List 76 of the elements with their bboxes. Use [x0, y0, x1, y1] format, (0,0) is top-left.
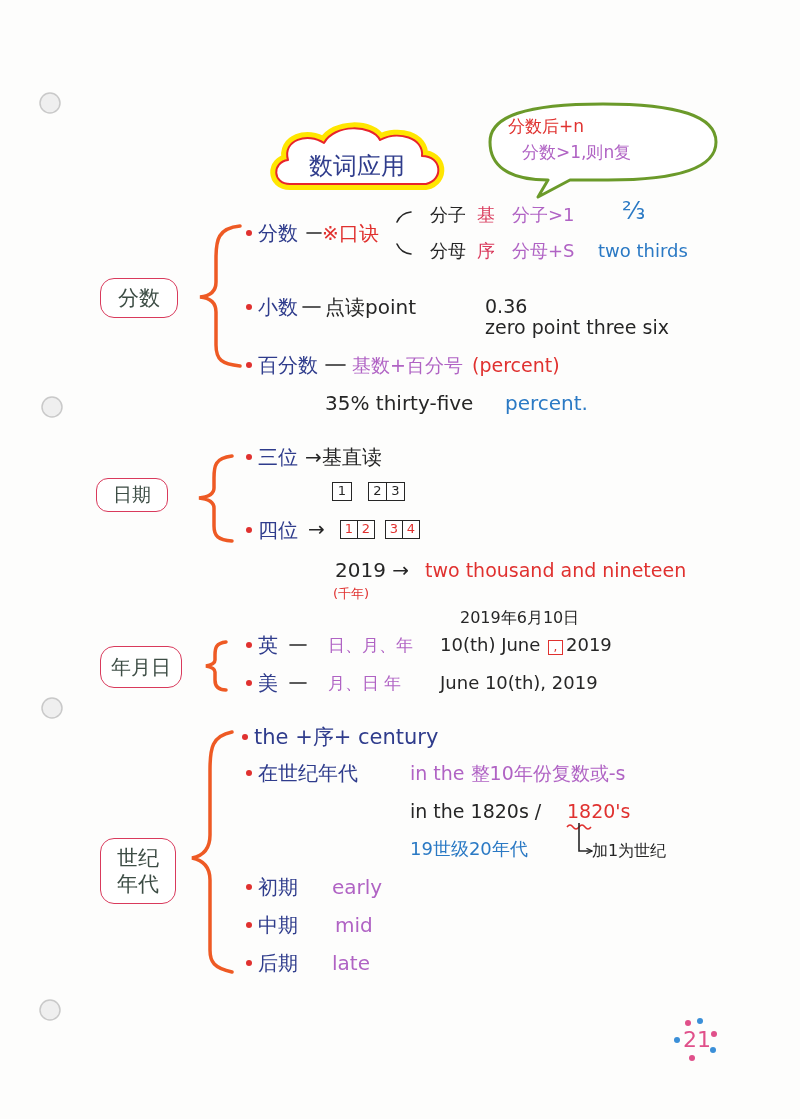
example-text: 1820's — [567, 799, 631, 823]
note-text: ※口诀 — [322, 221, 379, 245]
example-text: in the 1820s / — [410, 799, 542, 823]
bubble-text: 分数>1,则n复 — [522, 141, 632, 164]
topic-label: 世纪年代 — [116, 844, 160, 898]
note-text: 月、日 年 — [328, 672, 402, 695]
digit-box — [332, 482, 352, 501]
bullet-item: 后期 — [258, 951, 298, 975]
comma-mark: , — [553, 640, 558, 655]
bullet-item: 中期 — [258, 913, 298, 937]
bent-arrow — [578, 822, 593, 855]
example-text: 2019 → — [335, 558, 409, 582]
example-text: 0.36 — [485, 294, 528, 318]
fraction-text: ⅔ — [622, 199, 646, 223]
marked-box — [548, 640, 563, 655]
digit-box — [385, 520, 403, 539]
digit-text: 1 — [337, 483, 347, 500]
example-text: 2019年6月10日 — [460, 607, 580, 629]
example-text: 2019 — [566, 633, 612, 657]
example-text: June 10(th), 2019 — [440, 671, 598, 695]
example-text: percent. — [505, 391, 588, 415]
note-text: late — [332, 951, 370, 975]
bullet-item: 初期 — [258, 875, 298, 899]
topic-label: 年月日 — [111, 654, 171, 680]
note-text: (percent) — [472, 353, 560, 377]
bullet-item: 分数 — [258, 221, 298, 245]
bullet-item: 小数 — [258, 295, 298, 319]
note-text: (千年) — [333, 585, 370, 603]
bubble-text: 分数后+n — [508, 115, 585, 138]
bullet-item: the +序+ century — [254, 725, 439, 749]
bullet-item: 美 — [258, 671, 278, 695]
note-text: 分母+S — [512, 239, 575, 263]
note-text: mid — [335, 913, 373, 937]
note-text: 分子 — [430, 203, 466, 227]
example-text: 19世级20年代 — [410, 837, 528, 861]
digit-box — [357, 520, 375, 539]
note-text: 序 — [477, 239, 495, 263]
example-text: two thousand and nineteen — [425, 558, 687, 582]
note-text: 基 — [477, 203, 495, 227]
topic-box — [100, 278, 178, 318]
digit-text: 3 — [389, 521, 399, 538]
note-text: 分子>1 — [512, 203, 575, 227]
cloud-title: 数词应用 — [308, 154, 406, 178]
bullet-item: 英 — [258, 633, 278, 657]
bullet-item: 三位 — [258, 445, 298, 469]
example-text: 35% thirty-five — [325, 391, 474, 415]
digit-text: 2 — [373, 483, 382, 500]
topic-label: 分数 — [118, 284, 160, 312]
note-text: 基数+百分号 — [352, 353, 463, 377]
note-text: 点读point — [325, 295, 416, 319]
topic-label: 日期 — [113, 483, 151, 507]
speech-bubble — [486, 100, 720, 200]
note-text: →基直读 — [305, 445, 382, 469]
bullet-item: 在世纪年代 — [258, 761, 358, 785]
digit-text: 1 — [344, 521, 354, 538]
arrow-symbol: → — [308, 517, 325, 541]
digit-box — [386, 482, 405, 501]
topic-box — [100, 838, 176, 904]
example-text: two thirds — [598, 239, 688, 263]
digit-box — [402, 520, 420, 539]
page-number: 21 — [683, 1028, 711, 1052]
digit-box — [340, 520, 358, 539]
digit-text: 3 — [391, 483, 400, 500]
note-text: 日、月、年 — [328, 634, 413, 657]
note-text: in the 整10年份复数或-s — [410, 761, 626, 785]
digit-text: 4 — [406, 521, 416, 538]
digit-text: 2 — [361, 521, 371, 538]
example-text: 10(th) June — [440, 633, 541, 657]
bullet-item: 四位 — [258, 518, 298, 542]
note-text: 分母 — [430, 239, 466, 263]
bullet-item: 百分数 — [258, 353, 318, 377]
example-text: zero point three six — [485, 315, 669, 339]
note-text: early — [332, 875, 383, 899]
note-text: 加1为世纪 — [592, 839, 667, 863]
topic-box — [96, 478, 168, 512]
topic-box — [100, 646, 182, 688]
